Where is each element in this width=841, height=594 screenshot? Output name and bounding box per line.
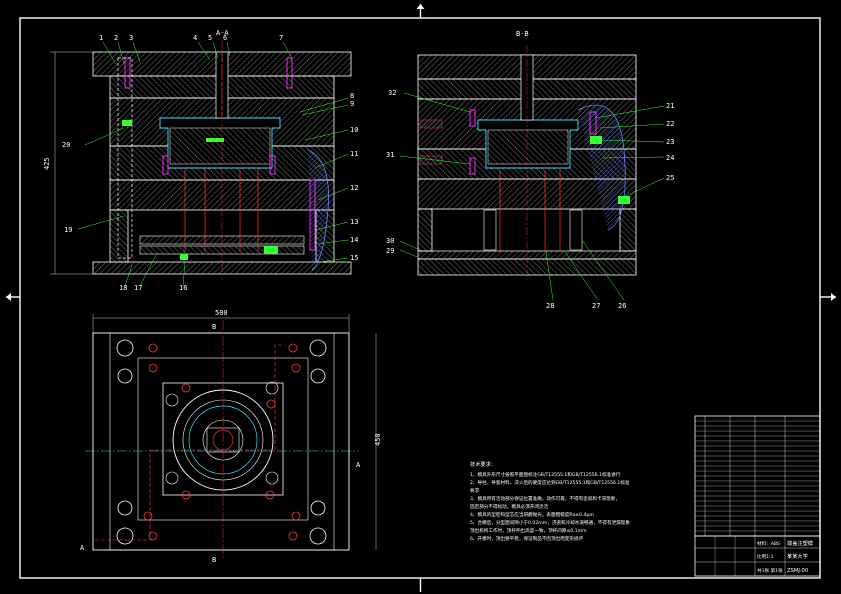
callout-11: 11 bbox=[350, 150, 358, 158]
callout-9: 9 bbox=[350, 100, 354, 108]
plan-mark-a-right: A bbox=[356, 461, 361, 469]
title-block[interactable]: 端盖注塑模 材料：ABS 比例1:1 共1张 第1张 某某大学 ZSMJ-00 bbox=[694, 535, 821, 577]
dim-height: 425 bbox=[43, 157, 51, 170]
callout-15: 15 bbox=[350, 254, 358, 262]
callout-28: 28 bbox=[546, 302, 554, 310]
callout-32: 32 bbox=[388, 89, 396, 97]
section-view-aa[interactable]: 425 A-A bbox=[43, 29, 352, 280]
callout-25: 25 bbox=[666, 174, 674, 182]
note-line-3: 要求 bbox=[470, 487, 480, 494]
callout-22: 22 bbox=[666, 120, 674, 128]
callout-30: 30 bbox=[386, 237, 394, 245]
callout-29: 29 bbox=[386, 247, 394, 255]
title-code: ZSMJ-00 bbox=[787, 568, 808, 574]
callout-17: 17 bbox=[134, 284, 142, 292]
section-view-bb[interactable]: B-B bbox=[417, 30, 637, 280]
callout-24: 24 bbox=[666, 154, 674, 162]
title-sheet: 共1张 第1张 bbox=[757, 567, 783, 574]
plan-mark-b-bottom: B bbox=[212, 556, 216, 564]
note-line-8: 顶出机构工作时，顶杆伸出高度一致，顶杆间隙≤0.1mm bbox=[470, 527, 587, 534]
callout-20: 20 bbox=[62, 141, 70, 149]
callout-23: 23 bbox=[666, 138, 674, 146]
note-line-1: 1、模具外形尺寸按照平面图标注GB/T12555.1和GB/T12556.1标准… bbox=[470, 471, 621, 478]
callout-2: 2 bbox=[114, 34, 118, 42]
note-line-4: 3、模具所有活动部分保证位置准确，动作可靠，不得有歪斜和卡滞现象， bbox=[470, 495, 620, 502]
callout-21: 21 bbox=[666, 102, 674, 110]
technical-notes: 技术要求： 1、模具外形尺寸按照平面图标注GB/T12555.1和GB/T125… bbox=[470, 460, 630, 542]
dim-width: 500 bbox=[215, 309, 228, 317]
callout-26: 26 bbox=[618, 302, 626, 310]
callout-8: 8 bbox=[350, 92, 354, 100]
callout-18: 18 bbox=[119, 284, 127, 292]
plan-mark-a-left: A bbox=[80, 544, 85, 552]
title-school: 某某大学 bbox=[787, 552, 808, 560]
callout-5: 5 bbox=[208, 34, 212, 42]
callout-14: 14 bbox=[350, 236, 358, 244]
title-drawing-name: 端盖注塑模 bbox=[787, 539, 813, 547]
sheet-frame bbox=[6, 4, 836, 592]
callout-13: 13 bbox=[350, 218, 358, 226]
callouts-bb bbox=[399, 92, 665, 301]
dim-depth: 450 bbox=[374, 433, 382, 446]
callouts-aa bbox=[77, 41, 349, 287]
plan-view[interactable]: 500 450 B B A A bbox=[80, 309, 382, 564]
note-line-5: 固定部分不得松动，模具必须开闭灵活 bbox=[470, 503, 549, 510]
callout-3: 3 bbox=[129, 34, 133, 42]
callout-16: 16 bbox=[179, 284, 187, 292]
title-material: 材料：ABS bbox=[757, 540, 780, 547]
title-scale: 比例1:1 bbox=[757, 553, 774, 560]
note-line-9: 6、开模时，顶出要平稳，保证制品不因顶出而变形损坏 bbox=[470, 535, 584, 542]
section-label-bb: B-B bbox=[516, 30, 529, 38]
callout-numbers-bb: 32 31 21 22 23 24 25 30 29 28 27 26 bbox=[386, 89, 674, 310]
section-label-aa: A-A bbox=[216, 29, 229, 37]
plan-mark-b-top: B bbox=[212, 323, 216, 331]
callout-19: 19 bbox=[64, 226, 72, 234]
callout-27: 27 bbox=[592, 302, 600, 310]
note-line-7: 5、合模后，分型面间隙小于0.02mm，浇道和冷却水道畅通，不得有泄漏现象 bbox=[470, 519, 630, 526]
callout-12: 12 bbox=[350, 184, 358, 192]
callout-7: 7 bbox=[279, 34, 283, 42]
callout-6: 6 bbox=[223, 34, 227, 42]
note-line-2: 2、导柱、导套材料，淬火后的硬度应达到GB/T12555.1和GB/T12556… bbox=[470, 479, 630, 486]
callout-numbers-aa: 1 2 3 4 5 6 7 8 9 10 11 12 13 14 15 20 1… bbox=[62, 34, 358, 292]
note-line-6: 4、模具的型腔和型芯应当研磨抛光，表面粗糙度Ra≤0.4μm bbox=[470, 511, 594, 518]
callout-10: 10 bbox=[350, 126, 358, 134]
callout-4: 4 bbox=[193, 34, 197, 42]
callout-1: 1 bbox=[99, 34, 103, 42]
callout-31: 31 bbox=[386, 151, 394, 159]
parts-list-table[interactable] bbox=[694, 415, 821, 537]
notes-title: 技术要求： bbox=[470, 460, 496, 468]
